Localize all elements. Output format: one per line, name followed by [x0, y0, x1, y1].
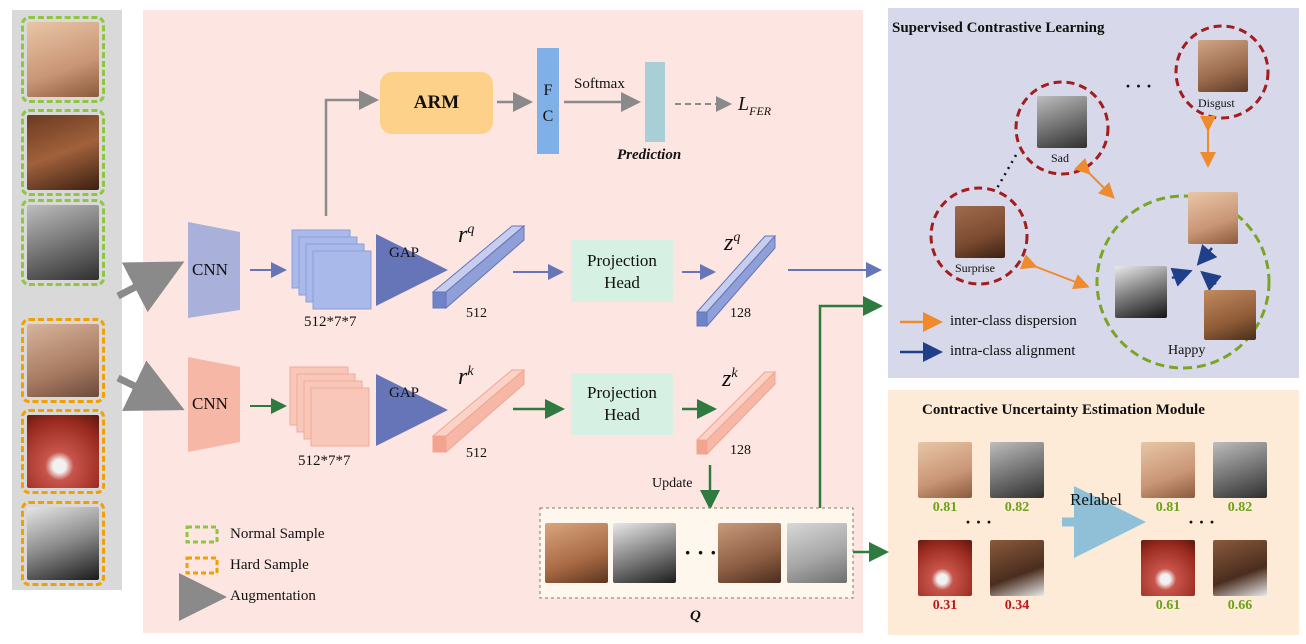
feature-map-stack-query	[291, 229, 372, 310]
legend-hard-label: Hard Sample	[230, 557, 309, 573]
happy-face-woman	[1115, 266, 1167, 318]
queue-face-1	[545, 523, 608, 583]
fc-box	[537, 48, 559, 154]
queue-face-2	[613, 523, 676, 583]
normal-sample-face-2	[21, 109, 105, 196]
cue-after-face-4	[1213, 540, 1267, 596]
projection-head-query	[571, 240, 673, 302]
hard-sample-face-2	[21, 409, 105, 494]
rk-dim: 512	[466, 446, 487, 461]
zq-label: zq	[724, 230, 741, 256]
zk-vector	[695, 370, 777, 456]
relabel-label: Relabel	[1070, 490, 1122, 509]
cue-before-face-4	[990, 540, 1044, 596]
cue-after-score-2: 0.82	[1227, 500, 1253, 515]
prediction-label: Prediction	[617, 147, 682, 163]
augmentation-arrow-bottom	[116, 360, 185, 412]
disgust-label: Disgust	[1198, 96, 1235, 110]
happy-label: Happy	[1168, 343, 1206, 358]
cue-before-score-1: 0.81	[932, 500, 958, 515]
scl-title: Supervised Contrastive Learning	[892, 20, 1105, 36]
zk-dim: 128	[730, 443, 751, 458]
feature-map-stack-key	[289, 366, 370, 447]
queue-ellipsis: · · ·	[684, 540, 718, 565]
surprise-circle	[929, 186, 1029, 286]
loss-fer-label: LFER	[738, 93, 772, 118]
zq-dim: 128	[730, 306, 751, 321]
intra-class-label: intra-class alignment	[950, 343, 1076, 359]
cue-before-face-2	[990, 442, 1044, 498]
sad-circle	[1014, 80, 1110, 176]
cnn-query-block	[188, 222, 240, 318]
prediction-box	[645, 62, 665, 142]
disgust-circle	[1174, 24, 1270, 120]
legend-normal-label: Normal Sample	[230, 526, 325, 542]
arm-label: ARM	[413, 92, 460, 113]
cue-title: Contractive Uncertainty Estimation Modul…	[922, 402, 1205, 418]
rk-label: rk	[458, 364, 474, 390]
queue-to-scl-arrow	[818, 296, 883, 508]
queue-face-3	[718, 523, 781, 583]
cue-ellipsis-after: · · ·	[1188, 512, 1216, 532]
legend-hard-swatch	[185, 556, 219, 575]
scl-ellipsis: · · ·	[1125, 76, 1153, 96]
cue-before-face-1	[918, 442, 972, 498]
softmax-label: Softmax	[574, 76, 625, 92]
normal-sample-face-1	[21, 16, 105, 103]
rk-vector	[431, 368, 526, 454]
fc-label: F C	[542, 82, 554, 125]
to-arm-arrow	[324, 90, 379, 216]
sad-face	[1037, 96, 1087, 148]
cue-after-face-2	[1213, 442, 1267, 498]
feature-dims-query: 512*7*7	[304, 314, 357, 330]
cue-after-score-4: 0.66	[1227, 598, 1253, 613]
cue-ellipsis-before: · · ·	[965, 512, 993, 532]
rq-dim: 512	[466, 306, 487, 321]
cue-after-score-1: 0.81	[1155, 500, 1181, 515]
zk-label: zk	[722, 366, 738, 392]
projection-head-key	[571, 373, 673, 435]
surprise-face	[955, 206, 1005, 258]
augmentation-arrow-top	[116, 261, 185, 313]
cue-after-face-1	[1141, 442, 1195, 498]
happy-circle	[1095, 194, 1271, 370]
cue-before-score-2: 0.82	[1004, 500, 1030, 515]
legend-augmentation-label: Augmentation	[230, 588, 316, 604]
input-panel	[12, 10, 122, 590]
happy-face-man	[1204, 290, 1256, 340]
disgust-face	[1198, 40, 1248, 92]
feature-dims-key: 512*7*7	[298, 453, 351, 469]
gap-label-query: GAP	[389, 245, 420, 261]
hard-sample-face-1	[21, 318, 105, 403]
cue-after-score-3: 0.61	[1155, 598, 1181, 613]
sad-label: Sad	[1051, 151, 1069, 165]
happy-face-child	[1188, 192, 1238, 244]
cue-after-face-3	[1141, 540, 1195, 596]
queue-face-4	[787, 523, 847, 583]
inter-class-label: inter-class dispersion	[950, 313, 1077, 329]
zq-vector	[695, 234, 777, 328]
cnn-key-label: CNN	[192, 394, 228, 413]
rq-vector	[431, 224, 526, 310]
queue-label: Q	[690, 608, 701, 624]
update-label: Update	[652, 476, 693, 491]
normal-sample-face-3	[21, 199, 105, 286]
cue-before-score-3: 0.31	[932, 598, 958, 613]
gap-label-key: GAP	[389, 385, 420, 401]
hard-sample-face-3	[21, 501, 105, 586]
rq-label: rq	[458, 222, 475, 248]
cue-before-score-4: 0.34	[1004, 598, 1030, 613]
cnn-key-block	[188, 357, 240, 452]
legend-normal-swatch	[185, 525, 219, 544]
cue-before-face-3	[918, 540, 972, 596]
cnn-query-label: CNN	[192, 260, 228, 279]
surprise-label: Surprise	[955, 261, 995, 275]
arm-box	[380, 72, 493, 134]
